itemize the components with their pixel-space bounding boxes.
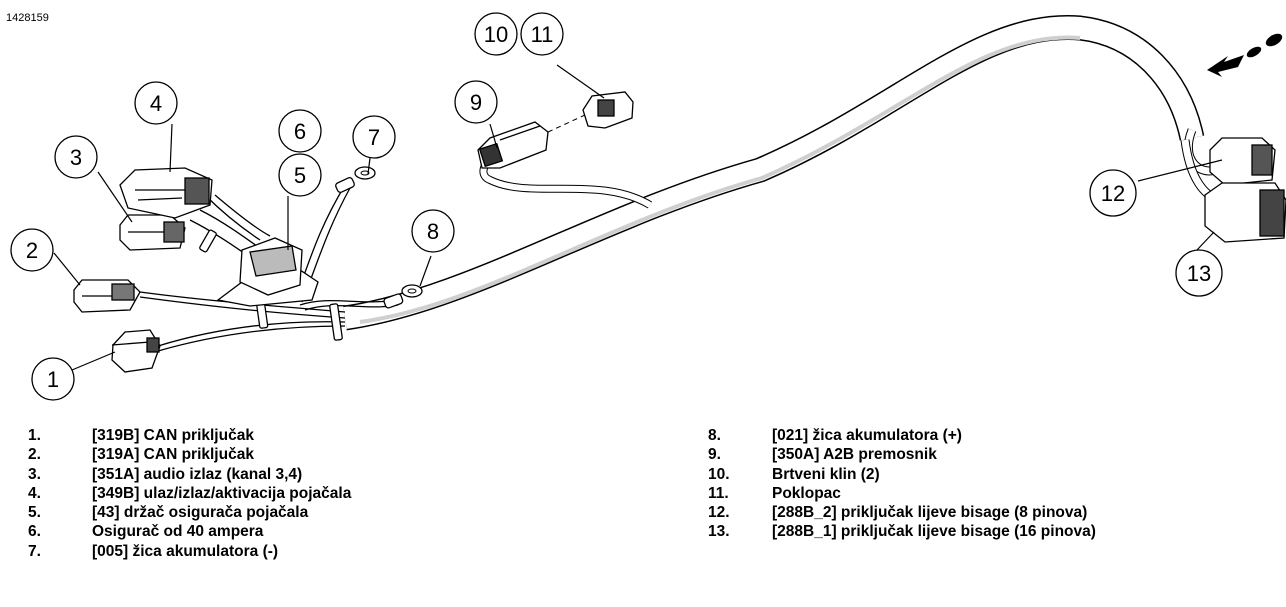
connector-349b <box>119 167 213 219</box>
callout-2: 2 <box>10 228 54 272</box>
legend-item: 13. [288B_1] priključak lijeve bisage (16… <box>708 522 1096 541</box>
legend-number: 10. <box>708 465 730 483</box>
legend-left-column: 1. [319B] CAN priključak 2. [319A] CAN pri… <box>28 426 351 561</box>
connector-351a <box>119 214 186 251</box>
legend-text: [288B_2] priključak lijeve bisage (8 pin… <box>772 504 1088 522</box>
legend-item: 5. [43] držač osigurača pojačala <box>28 503 351 522</box>
legend-item: 11. Poklopac <box>708 484 1096 503</box>
legend-number: 13. <box>708 523 730 541</box>
cable-ties <box>199 229 343 341</box>
legend-item: 7. [005] žica akumulatora (-) <box>28 542 351 561</box>
callout-1: 1 <box>31 357 75 401</box>
svg-text:10: 10 <box>484 22 508 47</box>
callout-8: 8 <box>411 209 455 253</box>
legend-text: [43] držač osigurača pojačala <box>92 504 309 522</box>
legend-number: 2. <box>28 446 41 464</box>
connector-319b <box>111 329 161 373</box>
legend-item: 1. [319B] CAN priključak <box>28 426 351 445</box>
legend-item: 2. [319A] CAN priključak <box>28 445 351 464</box>
legend-text: [350A] A2B premosnik <box>772 446 937 464</box>
svg-text:5: 5 <box>294 163 306 188</box>
legend-right-column: 8. [021] žica akumulatora (+) 9. [350A] A2… <box>708 426 1096 542</box>
legend-item: 4. [349B] ulaz/izlaz/aktivacija pojačala <box>28 484 351 503</box>
legend-number: 12. <box>708 504 730 522</box>
legend-text: [319B] CAN priključak <box>92 427 254 444</box>
alignment-dashed-line <box>547 114 586 133</box>
legend-text: Osigurač od 40 ampera <box>92 523 264 541</box>
cap-with-sealing-pins <box>582 91 634 129</box>
legend-number: 3. <box>28 465 41 483</box>
legend-text: [351A] audio izlaz (kanal 3,4) <box>92 465 303 483</box>
svg-text:3: 3 <box>70 145 82 170</box>
callout-4: 4 <box>134 81 178 125</box>
callout-10: 10 <box>474 12 518 56</box>
callout-6: 6 <box>278 109 322 153</box>
svg-text:13: 13 <box>1187 261 1211 286</box>
legend-number: 4. <box>28 484 41 502</box>
svg-text:12: 12 <box>1101 181 1125 206</box>
connector-288b-2 <box>1209 137 1276 186</box>
legend-item: 10. Brtveni klin (2) <box>708 465 1096 484</box>
legend-text: [005] žica akumulatora (-) <box>92 542 279 560</box>
legend-item: 3. [351A] audio izlaz (kanal 3,4) <box>28 465 351 484</box>
fuse-holder <box>216 237 319 307</box>
svg-text:1: 1 <box>47 367 59 392</box>
callout-13: 13 <box>1175 249 1223 297</box>
legend-number: 1. <box>28 427 41 444</box>
svg-text:11: 11 <box>531 22 554 47</box>
callout-12: 12 <box>1089 169 1137 217</box>
svg-text:9: 9 <box>470 90 482 115</box>
svg-text:8: 8 <box>427 219 439 244</box>
connector-288b-1 <box>1204 182 1286 243</box>
legend-number: 5. <box>28 504 41 522</box>
legend-number: 7. <box>28 542 41 560</box>
direction-arrow-icon <box>1207 33 1283 77</box>
svg-text:4: 4 <box>150 91 162 116</box>
callout-11: 11 <box>520 12 564 56</box>
legend-number: 6. <box>28 523 41 541</box>
connector-350a <box>477 121 549 169</box>
svg-text:7: 7 <box>368 125 380 150</box>
leader-lines <box>53 64 1223 371</box>
legend-text: Poklopac <box>772 484 841 502</box>
svg-text:6: 6 <box>294 119 306 144</box>
figure-id: 1428159 <box>6 12 49 24</box>
ring-terminal-negative <box>335 166 376 193</box>
legend-number: 8. <box>708 427 721 444</box>
svg-text:2: 2 <box>26 238 38 263</box>
callout-3: 3 <box>54 135 98 179</box>
legend-text: [319A] CAN priključak <box>92 446 254 464</box>
ring-terminal-positive <box>383 284 423 309</box>
harness-diagram: 1 2 3 4 5 6 7 8 <box>10 12 1286 401</box>
callout-9: 9 <box>454 80 498 124</box>
legend-text: [349B] ulaz/izlaz/aktivacija pojačala <box>92 484 352 502</box>
legend-item: 6. Osigurač od 40 ampera <box>28 522 351 541</box>
legend-text: Brtveni klin (2) <box>772 465 880 483</box>
legend-text: [288B_1] priključak lijeve bisage (16 pi… <box>772 523 1096 541</box>
legend-text: [021] žica akumulatora (+) <box>772 427 962 444</box>
main-harness-trunk <box>343 15 1205 331</box>
connector-319a <box>73 279 141 313</box>
legend-number: 11. <box>708 484 729 502</box>
legend-item: 8. [021] žica akumulatora (+) <box>708 426 1096 445</box>
legend-number: 9. <box>708 446 721 464</box>
callout-7: 7 <box>352 115 396 159</box>
legend-item: 12. [288B_2] priključak lijeve bisage (8 … <box>708 503 1096 522</box>
legend-item: 9. [350A] A2B premosnik <box>708 445 1096 464</box>
callout-5: 5 <box>278 153 322 197</box>
